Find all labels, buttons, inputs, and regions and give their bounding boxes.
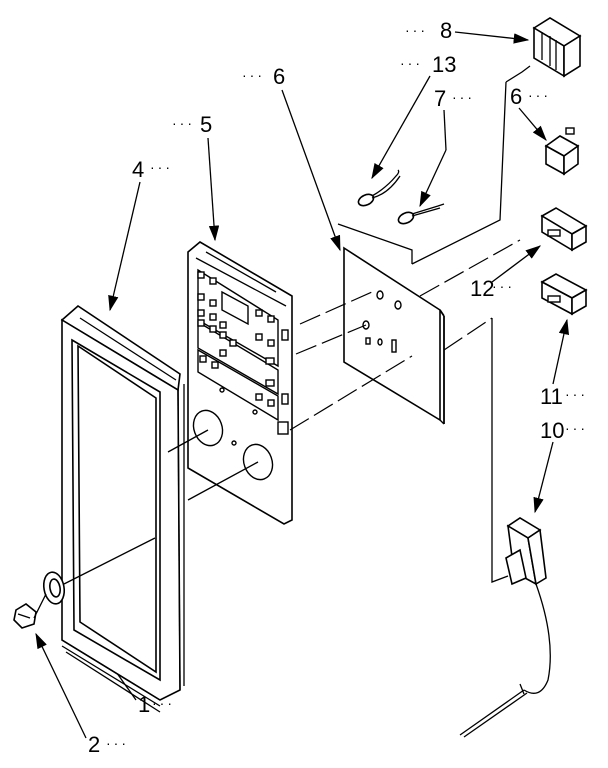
circuit-board-part <box>337 223 445 425</box>
label-12-dots: ··· <box>565 386 588 402</box>
label-12-number: 11 <box>540 384 563 409</box>
leader-8 <box>518 107 547 141</box>
door-frame-part <box>60 304 185 713</box>
label-6-number: 6 <box>273 64 285 89</box>
switch-part <box>544 127 580 176</box>
leader-2 <box>35 632 87 739</box>
label-10: 10 ··· <box>540 418 588 443</box>
label-11: 12 ··· <box>470 276 515 301</box>
knob-insert-part <box>42 571 66 605</box>
relay-block-part <box>505 17 582 83</box>
control-panel-part <box>187 241 293 525</box>
leader-9 <box>454 31 530 44</box>
leader-12 <box>552 318 570 385</box>
leader-4 <box>108 181 141 312</box>
leader-5 <box>207 137 220 242</box>
leader-7b <box>419 149 447 208</box>
label-7-dots: ··· <box>452 89 475 105</box>
knob-part <box>13 603 37 629</box>
label-4-dots: ··· <box>150 159 173 175</box>
label-10-dots: ··· <box>565 420 588 436</box>
label-9-number: 8 <box>440 18 452 43</box>
label-13-number: 13 <box>432 52 456 77</box>
keypad-buttons <box>197 271 289 435</box>
label-7: 7 ··· <box>434 86 475 111</box>
connector-12-part <box>540 273 588 316</box>
timer-motor-part <box>459 517 551 738</box>
display-window <box>221 290 249 326</box>
probe-cable <box>523 583 551 694</box>
leader-lines <box>35 31 570 739</box>
speaker-hole-left <box>192 409 224 447</box>
label-13: ··· 13 <box>400 52 456 77</box>
leader-6 <box>281 89 341 252</box>
leader-13 <box>371 75 431 180</box>
label-5-dots: ··· <box>172 115 195 131</box>
label-9: ··· 8 <box>405 18 452 43</box>
label-6-dots: ··· <box>242 67 265 83</box>
label-12: 11 ··· <box>540 384 588 409</box>
label-4: 4 ··· <box>132 157 173 182</box>
label-11-dots: ··· <box>492 278 515 294</box>
label-2: 2 ··· <box>88 732 129 757</box>
label-10-number: 10 <box>540 418 564 443</box>
label-5-number: 5 <box>200 112 212 137</box>
label-8: 6 ··· <box>510 84 551 109</box>
label-7-number: 7 <box>434 86 446 111</box>
leader-10 <box>533 441 554 514</box>
connector-11-part <box>540 207 588 252</box>
label-11-number: 12 <box>470 276 494 301</box>
sensor-lead-7 <box>397 203 445 225</box>
label-5: ··· 5 <box>172 112 212 137</box>
assembly-lines <box>33 81 521 619</box>
sensor-lead-13 <box>357 169 401 207</box>
leader-11 <box>491 245 542 283</box>
label-8-number: 6 <box>510 84 522 109</box>
label-13-dots: ··· <box>400 55 423 71</box>
label-2-dots: ··· <box>106 735 129 751</box>
label-8-dots: ··· <box>528 87 551 103</box>
label-9-dots: ··· <box>405 22 428 38</box>
label-2-number: 2 <box>88 732 100 757</box>
probe <box>459 689 525 736</box>
label-4-number: 4 <box>132 157 144 182</box>
leader-7a <box>443 109 447 151</box>
label-6: ··· 6 <box>242 64 285 89</box>
